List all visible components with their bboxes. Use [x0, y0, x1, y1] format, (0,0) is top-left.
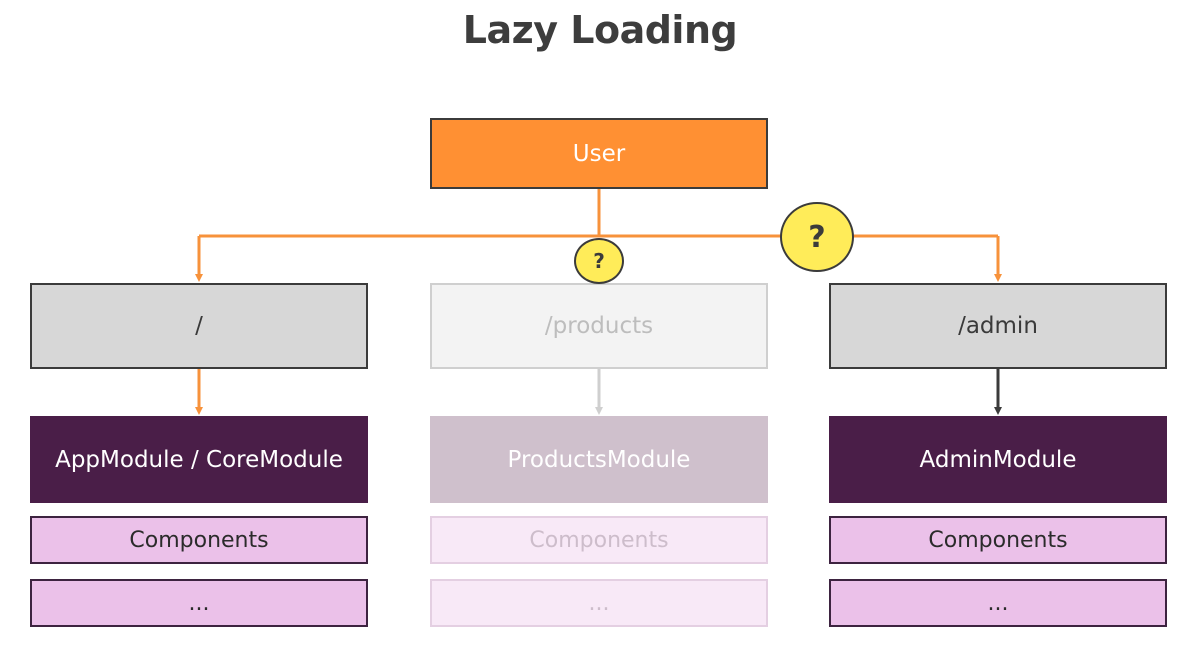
user-label: User [572, 140, 626, 167]
products-module-box: ProductsModule [430, 416, 768, 503]
products-more-label: ... [588, 590, 610, 616]
route-admin-label: /admin [958, 313, 1038, 339]
question-badge-small-label: ? [593, 249, 605, 273]
route-root-label: / [195, 313, 203, 339]
admin-more-box: ... [829, 579, 1167, 627]
question-badge-large: ? [780, 202, 854, 272]
products-module-label: ProductsModule [507, 446, 691, 473]
question-badge-large-label: ? [808, 219, 826, 255]
products-components-box: Components [430, 516, 768, 564]
app-components-box: Components [30, 516, 368, 564]
admin-more-label: ... [987, 590, 1009, 616]
question-badge-small: ? [574, 238, 624, 284]
admin-components-label: Components [928, 527, 1068, 553]
user-box: User [430, 118, 768, 189]
admin-components-box: Components [829, 516, 1167, 564]
route-root-box: / [30, 283, 368, 369]
app-more-box: ... [30, 579, 368, 627]
app-components-label: Components [129, 527, 269, 553]
products-more-box: ... [430, 579, 768, 627]
route-products-label: /products [544, 313, 654, 339]
admin-module-box: AdminModule [829, 416, 1167, 503]
route-admin-box: /admin [829, 283, 1167, 369]
app-module-label: AppModule / CoreModule [55, 446, 343, 473]
app-more-label: ... [188, 590, 210, 616]
route-products-box: /products [430, 283, 768, 369]
diagram-title: Lazy Loading [462, 8, 738, 52]
products-components-label: Components [529, 527, 669, 553]
app-module-box: AppModule / CoreModule [30, 416, 368, 503]
admin-module-label: AdminModule [919, 446, 1077, 473]
user-to-routes-connector [195, 189, 1002, 282]
